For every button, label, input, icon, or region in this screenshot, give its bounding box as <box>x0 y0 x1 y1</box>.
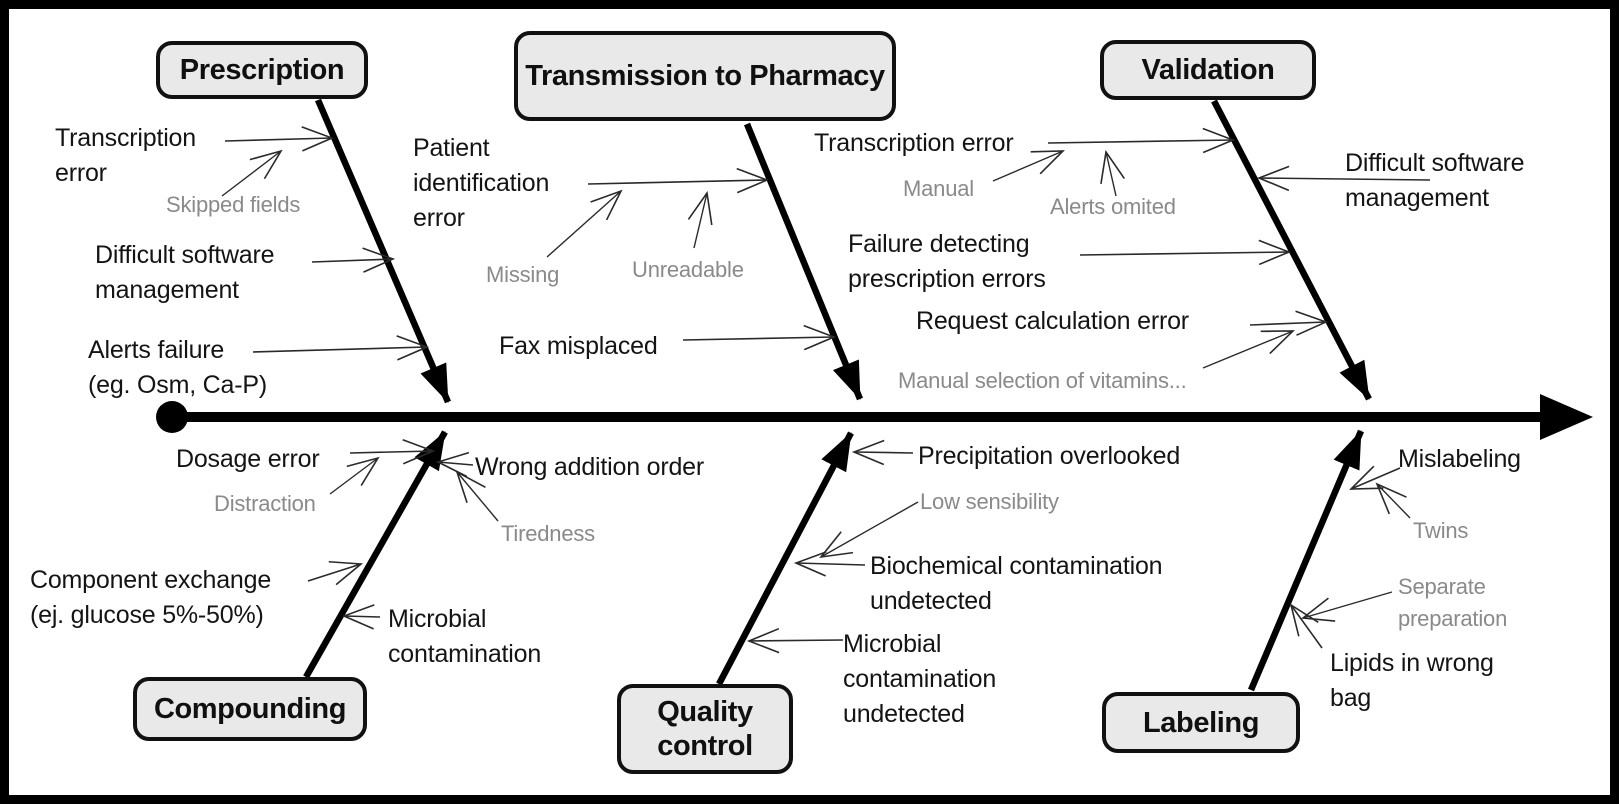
arrow-lipids <box>1289 603 1323 649</box>
arrow-mislabeling <box>1349 465 1401 490</box>
arrow-difficult-software <box>311 247 396 273</box>
cause-difficult-software-right: Difficult software management <box>1345 149 1525 212</box>
arrow-microbial-contamination <box>341 604 381 630</box>
category-transmission-to-pharmacy: Transmission to Pharmacy <box>514 31 896 121</box>
arrow-dosage-error <box>349 438 436 465</box>
subcause-alerts-omited: Alerts omited <box>1050 194 1176 219</box>
subcause-tiredness: Tiredness <box>501 521 595 546</box>
arrow-distraction <box>329 456 380 495</box>
arrow-unreadable <box>687 190 713 249</box>
cause-wrong-addition-order: Wrong addition order <box>475 453 705 481</box>
cause-transcription-error-validation: Transcription error <box>814 129 1014 157</box>
subcause-manual: Manual <box>903 176 974 201</box>
cause-biochemical-contamination-undetected: Biochemical contamination undetected <box>870 552 1163 615</box>
arrow-request-calculation <box>1249 310 1329 336</box>
cause-difficult-software-left: Difficult software management <box>95 241 275 304</box>
cause-failure-detecting: Failure detecting prescription errors <box>848 230 1046 293</box>
branch-validation <box>1211 99 1372 401</box>
cause-fax-misplaced: Fax misplaced <box>499 332 658 360</box>
subcause-distraction: Distraction <box>214 491 316 516</box>
spine-arrowhead <box>1540 394 1593 440</box>
arrow-patient-identification <box>587 167 770 194</box>
category-validation: Validation <box>1100 40 1316 100</box>
arrow-biochemical <box>793 551 866 577</box>
arrow-transcription-error <box>224 126 335 152</box>
cause-transcription-error: Transcription error <box>55 124 196 187</box>
cause-component-exchange: Component exchange (ej. glucose 5%-50%) <box>30 566 272 629</box>
arrow-alerts-failure <box>252 335 430 361</box>
arrow-separate-preparation <box>1300 591 1393 622</box>
subcause-manual-selection-vitamins: Manual selection of vitamins... <box>898 368 1187 393</box>
arrow-skipped-fields <box>221 149 283 197</box>
arrow-alerts-omited <box>1100 149 1126 197</box>
category-prescription: Prescription <box>156 41 368 99</box>
subcause-low-sensibility: Low sensibility <box>920 489 1059 514</box>
cause-dosage-error: Dosage error <box>176 445 320 473</box>
arrow-failure-detecting <box>1079 239 1292 266</box>
category-compounding: Compounding <box>133 677 367 741</box>
cause-alerts-failure: Alerts failure (eg. Osm, Ca-P) <box>88 336 267 399</box>
arrow-tiredness <box>455 470 499 522</box>
arrow-difficult-software-2 <box>1256 165 1431 192</box>
subcause-twins: Twins <box>1413 518 1469 543</box>
category-quality-control: Quality control <box>617 684 793 774</box>
cause-precipitation-overlooked: Precipitation overlooked <box>918 442 1181 470</box>
branch-labeling <box>1248 429 1364 692</box>
arrow-low-sensibility <box>819 501 919 559</box>
branch-compounding <box>303 430 448 679</box>
arrow-missing <box>546 189 623 258</box>
subcause-separate-preparation: Separate preparation <box>1398 574 1508 631</box>
cause-microbial-contamination: Microbial contamination <box>388 605 542 668</box>
arrow-manual-selection <box>1202 330 1295 369</box>
subcause-skipped-fields: Skipped fields <box>166 192 301 217</box>
subcause-missing: Missing <box>486 262 560 287</box>
cause-request-calculation-error: Request calculation error <box>916 307 1189 335</box>
cause-mislabeling: Mislabeling <box>1398 445 1521 473</box>
arrow-microbial-undetected <box>746 627 844 654</box>
arrow-transcription-error-2 <box>1047 127 1236 154</box>
arrow-wrong-addition <box>435 451 474 478</box>
arrow-twins <box>1375 482 1411 519</box>
arrow-fax-misplaced <box>682 324 837 351</box>
category-labeling: Labeling <box>1102 692 1300 753</box>
branch-quality-control <box>716 431 854 686</box>
subcause-unreadable: Unreadable <box>632 257 744 282</box>
cause-microbial-contamination-undetected: Microbial contamination undetected <box>843 630 997 728</box>
arrow-component-exchange <box>307 560 364 586</box>
arrow-precipitation <box>851 439 914 466</box>
cause-lipids-in-wrong-bag: Lipids in wrong bag <box>1330 649 1494 712</box>
branch-transmission <box>743 122 864 401</box>
arrow-manual <box>992 150 1065 182</box>
cause-patient-identification-error: Patient identification error <box>413 134 550 232</box>
